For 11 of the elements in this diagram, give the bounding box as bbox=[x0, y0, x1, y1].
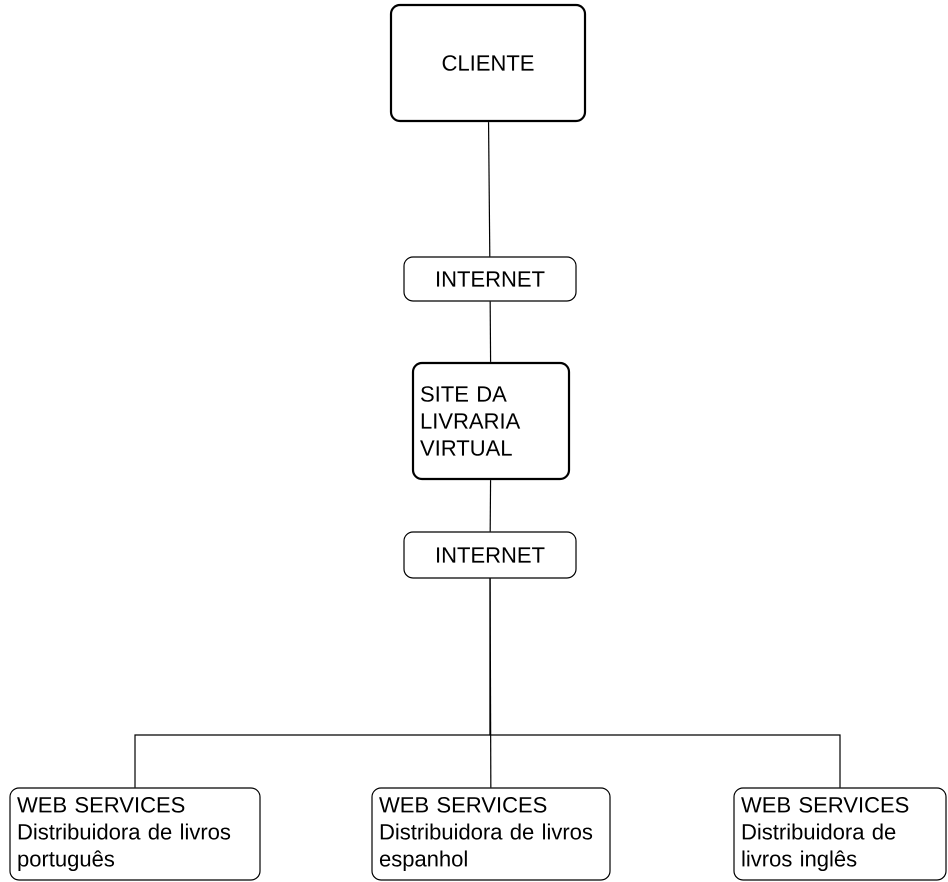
service-box: WEB SERVICES Distribuidora de livros português bbox=[9, 787, 261, 881]
service-box: WEB SERVICES Distribuidora de livros espanhol bbox=[371, 787, 611, 881]
network-box: INTERNET bbox=[403, 256, 577, 302]
process-box: SITE DA LIVRARIA VIRTUAL bbox=[412, 362, 570, 480]
service-box: WEB SERVICES Distribuidora de livros inglês bbox=[733, 787, 947, 881]
network-box: INTERNET bbox=[403, 531, 577, 579]
connector-line bbox=[489, 578, 841, 788]
connector-line bbox=[488, 122, 490, 256]
connector-line bbox=[490, 302, 492, 362]
connector-line bbox=[490, 480, 492, 532]
process-box: CLIENTE bbox=[390, 4, 586, 122]
